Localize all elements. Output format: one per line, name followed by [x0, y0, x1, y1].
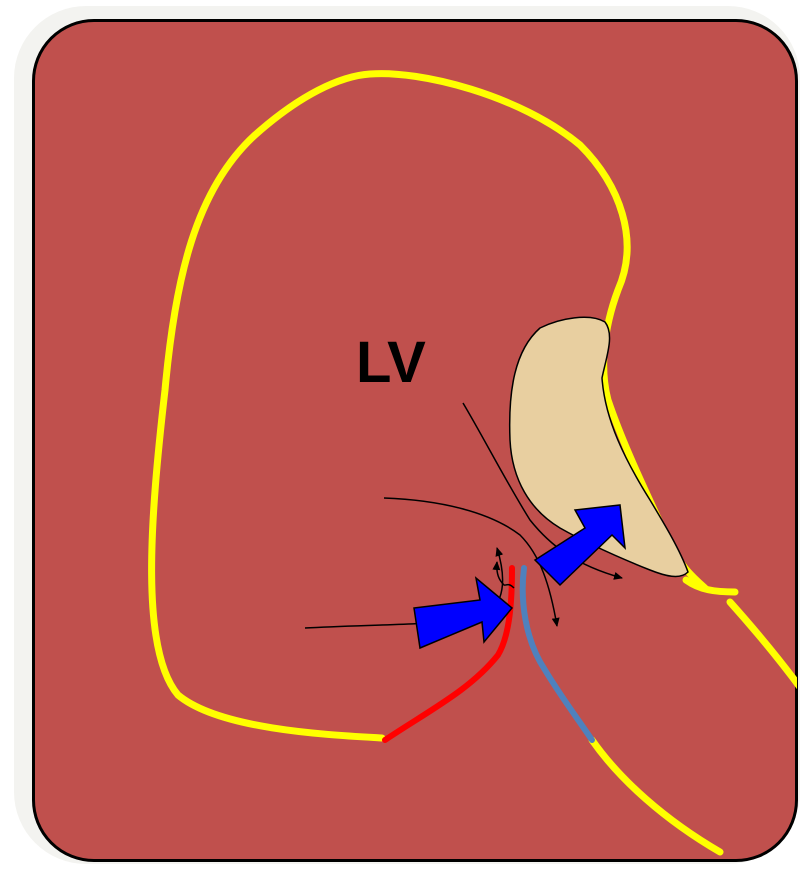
aortic-wall-upper — [686, 580, 735, 592]
septal-wall-lower — [592, 740, 720, 852]
flow-arrow-icon — [414, 578, 512, 648]
posterior-mitral-leaflet — [523, 568, 592, 740]
aortic-wall-right — [730, 602, 802, 690]
lv-label: LV — [356, 334, 426, 392]
